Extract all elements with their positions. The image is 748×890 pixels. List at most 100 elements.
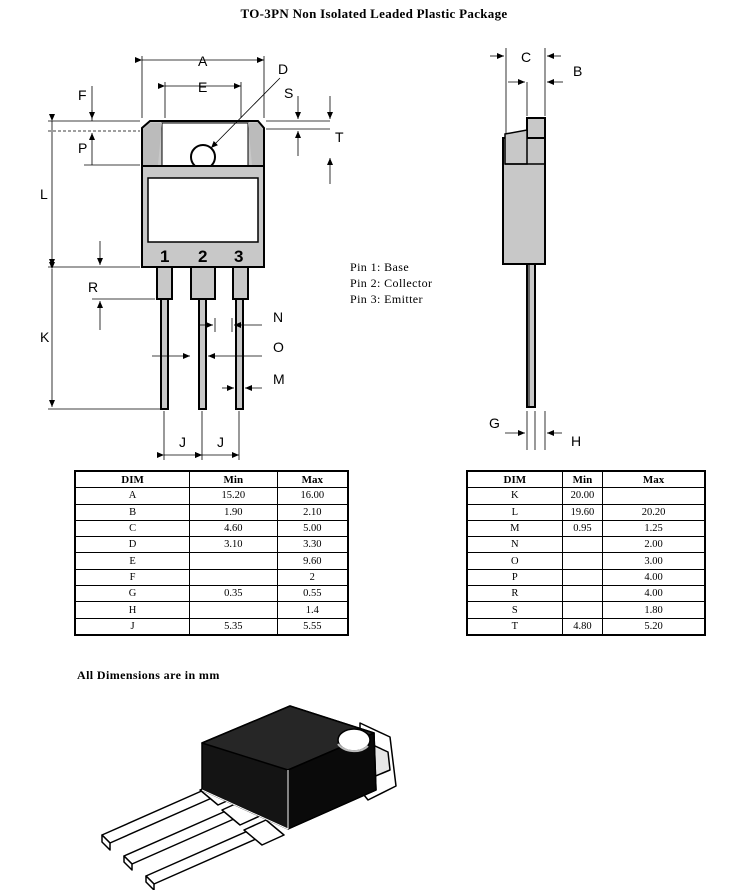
cell-min bbox=[561, 585, 604, 603]
cell-max: 2.10 bbox=[276, 503, 349, 521]
cell-dim: R bbox=[466, 585, 563, 603]
cell-max: 4.00 bbox=[602, 585, 706, 603]
pin-legend: Pin 1: Base Pin 2: Collector Pin 3: Emit… bbox=[350, 259, 432, 307]
cell-max: 2.00 bbox=[602, 536, 706, 554]
dim-label-h: H bbox=[571, 433, 581, 449]
dim-label-e: E bbox=[198, 79, 207, 95]
cell-max: 16.00 bbox=[276, 487, 349, 505]
column-header-min: Min bbox=[189, 470, 278, 489]
dim-label-j-2: J bbox=[217, 434, 224, 450]
cell-dim: L bbox=[466, 503, 563, 521]
cell-max: 2 bbox=[276, 568, 349, 587]
cell-min bbox=[189, 552, 278, 570]
cell-dim: E bbox=[74, 552, 191, 570]
cell-max: 4.00 bbox=[602, 568, 706, 587]
cell-dim: M bbox=[466, 519, 563, 538]
table-header-row: DIM Min Max bbox=[466, 470, 706, 489]
dim-label-p: P bbox=[78, 140, 87, 156]
cell-max: 5.55 bbox=[276, 617, 349, 636]
dim-label-b: B bbox=[573, 63, 582, 79]
cell-dim: N bbox=[466, 536, 563, 554]
cell-dim: T bbox=[466, 617, 563, 636]
cell-min: 4.80 bbox=[561, 617, 604, 636]
dim-label-m: M bbox=[273, 371, 285, 387]
cell-min: 20.00 bbox=[561, 487, 604, 505]
cell-min: 1.90 bbox=[189, 503, 278, 521]
dim-label-g: G bbox=[489, 415, 500, 431]
cell-max: 3.30 bbox=[276, 536, 349, 554]
dim-label-s: S bbox=[284, 85, 293, 101]
cell-min: 19.60 bbox=[561, 503, 604, 521]
cell-min bbox=[561, 601, 604, 619]
cell-min: 0.95 bbox=[561, 519, 604, 538]
cell-min: 0.35 bbox=[189, 585, 278, 603]
dim-label-r: R bbox=[88, 279, 98, 295]
cell-dim: S bbox=[466, 601, 563, 619]
package-3d-illustration bbox=[101, 705, 397, 890]
table-row: P 4.00 bbox=[466, 568, 706, 587]
cell-max: 1.4 bbox=[276, 601, 349, 619]
dim-label-o: O bbox=[273, 339, 284, 355]
cell-min bbox=[561, 568, 604, 587]
pin-number-labels: 1 2 3 bbox=[160, 247, 243, 266]
dim-label-k: K bbox=[40, 329, 50, 345]
cell-dim: G bbox=[74, 585, 191, 603]
cell-min: 15.20 bbox=[189, 487, 278, 505]
dim-label-f: F bbox=[78, 87, 87, 103]
cell-dim: H bbox=[74, 601, 191, 619]
table-row: R 4.00 bbox=[466, 585, 706, 603]
cell-max: 1.80 bbox=[602, 601, 706, 619]
cell-min: 5.35 bbox=[189, 617, 278, 636]
cell-dim: J bbox=[74, 617, 191, 636]
cell-dim: A bbox=[74, 487, 191, 505]
column-header-max: Max bbox=[602, 470, 706, 489]
table-row: H 1.4 bbox=[74, 601, 349, 619]
table-row: S 1.80 bbox=[466, 601, 706, 619]
cell-dim: F bbox=[74, 568, 191, 587]
cell-dim: B bbox=[74, 503, 191, 521]
cell-max: 5.20 bbox=[602, 617, 706, 636]
cell-max bbox=[602, 487, 706, 505]
cell-min bbox=[189, 601, 278, 619]
cell-max: 20.20 bbox=[602, 503, 706, 521]
front-leads bbox=[156, 266, 249, 410]
pin-legend-item: Pin 1: Base bbox=[350, 260, 410, 274]
side-dimension-labels: C B G H bbox=[489, 49, 582, 449]
cell-min: 3.10 bbox=[189, 536, 278, 554]
pin-number-2: 2 bbox=[198, 247, 207, 266]
cell-dim: K bbox=[466, 487, 563, 505]
dim-label-a: A bbox=[198, 53, 208, 69]
cell-dim: D bbox=[74, 536, 191, 554]
cell-dim: P bbox=[466, 568, 563, 587]
column-header-dim: DIM bbox=[74, 470, 191, 489]
cell-dim: O bbox=[466, 552, 563, 570]
column-header-dim: DIM bbox=[466, 470, 563, 489]
side-view bbox=[490, 48, 563, 450]
dim-label-l: L bbox=[40, 186, 48, 202]
front-view bbox=[48, 56, 333, 460]
column-header-max: Max bbox=[276, 470, 349, 489]
units-note: All Dimensions are in mm bbox=[77, 668, 220, 682]
cell-max: 1.25 bbox=[602, 519, 706, 538]
cell-max: 5.00 bbox=[276, 519, 349, 538]
side-lead bbox=[526, 263, 536, 408]
cell-max: 0.55 bbox=[276, 585, 349, 603]
table-header-row: DIM Min Max bbox=[74, 470, 349, 489]
cell-min: 4.60 bbox=[189, 519, 278, 538]
cell-min bbox=[189, 568, 278, 587]
dim-label-d: D bbox=[278, 61, 288, 77]
dim-label-c: C bbox=[521, 49, 531, 65]
